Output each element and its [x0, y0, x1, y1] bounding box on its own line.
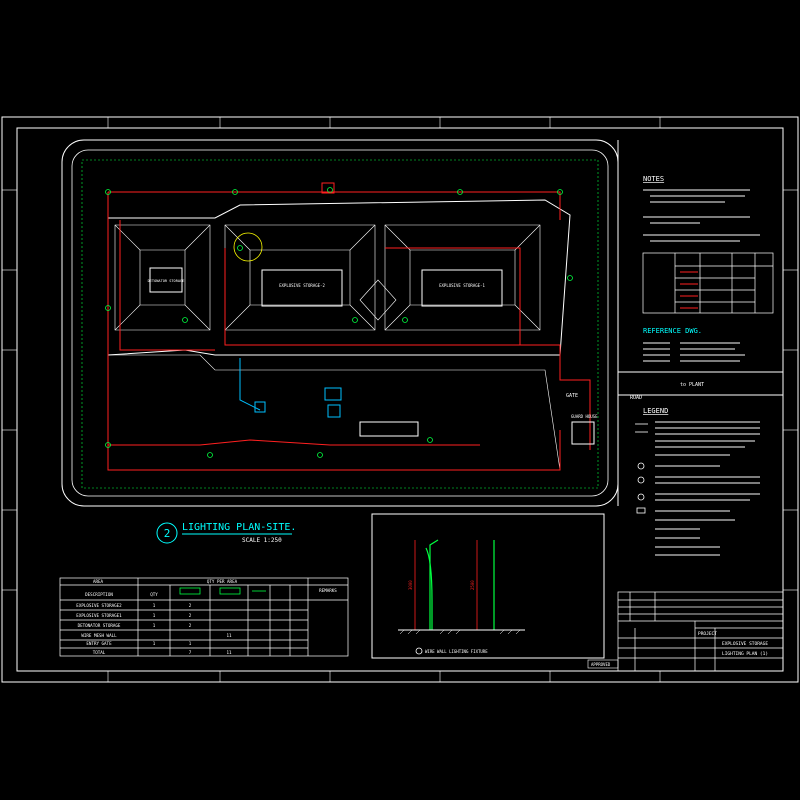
qty-header-remarks: REMARKS	[319, 588, 337, 593]
lower-yard	[107, 354, 561, 471]
sheet-frame-inner	[16, 127, 784, 672]
lighting-circuit	[107, 191, 591, 471]
qty-cell: 1	[189, 641, 192, 646]
parking-box	[359, 421, 419, 437]
drawing-scale: SCALE 1:250	[242, 537, 282, 544]
to-plant-label: to PLANT	[680, 382, 704, 388]
site-boundary-outer	[61, 139, 619, 507]
notes-heading: NOTES	[643, 175, 664, 183]
light-fixtures	[105, 187, 573, 458]
qty-cell: EXPLOSIVE STORAGE2	[76, 603, 122, 608]
title-block-approved: APPROVED	[591, 662, 611, 667]
qty-header-per-area: QTY PER AREA	[207, 579, 238, 584]
sheet-frame-outer	[1, 116, 799, 683]
reference-heading: REFERENCE DWG.	[643, 327, 702, 335]
road-label: ROAD	[630, 395, 642, 401]
panel-marker	[321, 182, 335, 194]
explosive-storage-1-box	[421, 269, 503, 307]
legend-heading: LEGEND	[643, 407, 668, 415]
road	[617, 140, 783, 506]
detail-dim-b: 2500	[470, 580, 475, 590]
border-ticks	[2, 117, 798, 682]
title-block	[617, 591, 784, 672]
qty-cell: WIRE MESH WALL	[81, 633, 117, 638]
legend-symbols	[635, 423, 648, 514]
qty-cell: 7	[189, 650, 192, 655]
notes-lines	[643, 189, 760, 242]
qty-cell: DETONATOR STORAGE	[78, 623, 121, 628]
guard-house-box	[571, 421, 595, 445]
qty-cell: 1	[153, 603, 156, 608]
drawing-title: LIGHTING PLAN-SITE.	[182, 522, 296, 533]
legend-lines	[655, 421, 760, 556]
explosive-storage-2-label: EXPLOSIVE STORAGE-2	[279, 283, 325, 288]
qty-header-area: AREA	[93, 579, 104, 584]
title-block-drawing-title: LIGHTING PLAN (1)	[722, 651, 768, 657]
feeder-equipment	[239, 358, 342, 418]
qty-cell: 1	[153, 641, 156, 646]
detonator-storage-box	[149, 267, 183, 293]
qty-cell: 1	[153, 613, 156, 618]
approved-box	[587, 659, 619, 669]
wire-mesh-wall	[81, 159, 599, 489]
roof-lines	[114, 224, 541, 331]
drawing-callout-number: 2	[164, 527, 171, 540]
qty-cell: 11	[226, 650, 232, 655]
qty-cell: 2	[189, 613, 192, 618]
detail-poles	[414, 539, 495, 630]
qty-header-description: DESCRIPTION	[85, 592, 113, 597]
detonator-storage-label: DETONATOR STORAGE	[148, 279, 185, 283]
detail-caption: WIRE WALL LIGHTING FIXTURE	[425, 649, 488, 654]
qty-cell: 2	[189, 623, 192, 628]
conduit-table-marks	[680, 271, 698, 309]
reference-lines	[643, 342, 745, 362]
gate-label: GATE	[566, 393, 578, 399]
title-block-project-label: PROJECT	[698, 631, 717, 637]
quantity-table	[59, 577, 349, 657]
drawing-callout-circle	[156, 522, 178, 544]
qty-cell: 11	[226, 633, 232, 638]
title-block-project: EXPLOSIVE STORAGE	[722, 641, 768, 647]
qty-cell: TOTAL	[93, 650, 106, 655]
qty-header-qty: QTY	[150, 592, 158, 597]
qty-cell: ENTRY GATE	[86, 641, 112, 646]
explosive-storage-1-label: EXPLOSIVE STORAGE-1	[439, 283, 485, 288]
ground-hatch	[399, 629, 521, 635]
qty-cell: 2	[189, 603, 192, 608]
detail-frame	[371, 513, 605, 659]
qty-header-fixture-marks	[179, 587, 266, 595]
guard-house-label: GUARD HOUSE	[571, 414, 598, 419]
detail-dim-a: 3000	[408, 580, 413, 590]
conduit-table	[642, 252, 774, 314]
qty-cell: 1	[153, 623, 156, 628]
highlight-circle	[233, 232, 263, 262]
site-boundary-inner	[71, 149, 609, 497]
storage-complex	[107, 199, 571, 356]
detail-callout	[415, 647, 423, 655]
explosive-storage-2-box	[261, 269, 343, 307]
qty-cell: EXPLOSIVE STORAGE1	[76, 613, 122, 618]
